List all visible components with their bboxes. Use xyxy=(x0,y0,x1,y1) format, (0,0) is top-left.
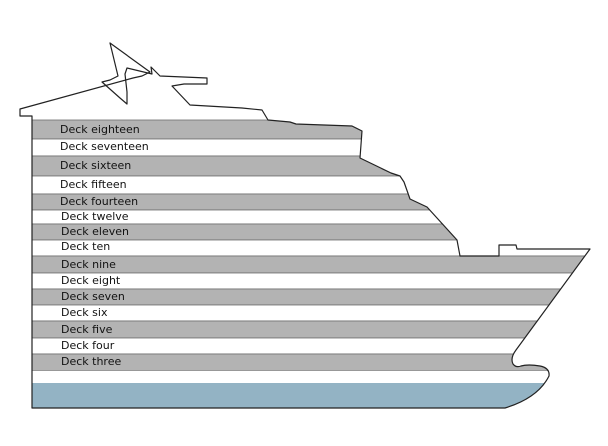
deck-nine-label: Deck nine xyxy=(61,258,116,271)
lower-hull xyxy=(20,383,590,408)
deck-twelve-label: Deck twelve xyxy=(61,210,129,223)
deck-eight-label: Deck eight xyxy=(61,274,121,287)
deck-three-label: Deck three xyxy=(61,355,121,368)
deck-sixteen-label: Deck sixteen xyxy=(60,159,131,172)
deck-fifteen-label: Deck fifteen xyxy=(60,178,127,191)
deck-ten-label: Deck ten xyxy=(61,240,110,253)
waterline-strip xyxy=(20,371,590,383)
deck-seven-label: Deck seven xyxy=(61,290,125,303)
deck-eighteen-label: Deck eighteen xyxy=(60,123,140,136)
deck-five-label: Deck five xyxy=(61,323,113,336)
deck-seventeen-label: Deck seventeen xyxy=(60,140,149,153)
deck-eleven-label: Deck eleven xyxy=(61,225,129,238)
deck-fourteen-label: Deck fourteen xyxy=(60,195,138,208)
deck-six-label: Deck six xyxy=(61,306,108,319)
deck-four-label: Deck four xyxy=(61,339,115,352)
ship-outline xyxy=(19,42,591,409)
